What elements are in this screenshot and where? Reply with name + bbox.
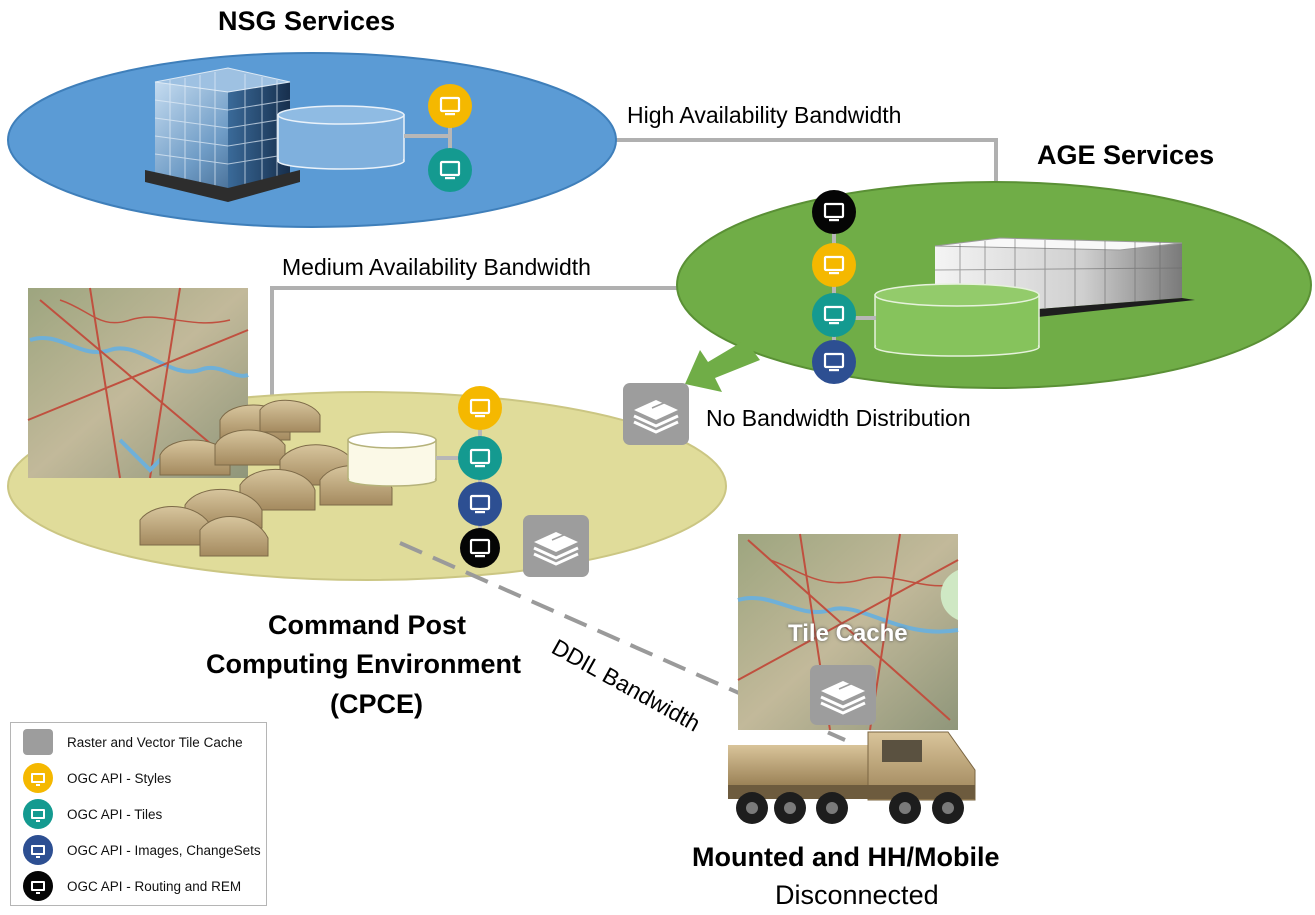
cpce-tiles-icon <box>458 436 502 480</box>
legend: Raster and Vector Tile Cache OGC API - S… <box>10 722 267 906</box>
mobile-map-image <box>737 533 959 731</box>
age-styles-icon <box>812 243 856 287</box>
legend-item-routing: OGC API - Routing and REM <box>23 871 241 901</box>
legend-label: OGC API - Styles <box>67 770 172 786</box>
tile-cache-icon <box>23 729 53 755</box>
cpce-title-line3: (CPCE) <box>330 689 423 719</box>
nsg-tiles-icon <box>428 148 472 192</box>
cpce-datastore <box>347 431 437 487</box>
cpce-title-line1: Command Post <box>268 610 467 640</box>
legend-item-styles: OGC API - Styles <box>23 763 171 793</box>
mounted-mobile-title: Mounted and HH/Mobile <box>692 842 1000 872</box>
nsg-building-image <box>145 67 300 202</box>
tile-cache-label: Tile Cache <box>788 620 908 647</box>
age-services-title: AGE Services <box>1037 140 1215 170</box>
cpce-images-icon <box>458 482 502 526</box>
legend-item-tile-cache: Raster and Vector Tile Cache <box>23 727 243 757</box>
distribution-arrow <box>685 340 760 392</box>
cpce-title-line2: Computing Environment <box>206 649 521 679</box>
legend-item-tiles: OGC API - Tiles <box>23 799 162 829</box>
cpce-styles-icon <box>458 386 502 430</box>
legend-label: OGC API - Images, ChangeSets <box>67 842 261 858</box>
high-bandwidth-connector <box>612 138 998 186</box>
tiles-api-icon <box>23 799 53 829</box>
legend-label: Raster and Vector Tile Cache <box>67 734 243 750</box>
medium-bandwidth-connector <box>270 286 680 408</box>
cpce-map-image <box>27 287 249 479</box>
images-api-icon <box>23 835 53 865</box>
no-bandwidth-label: No Bandwidth Distribution <box>706 405 971 431</box>
nsg-services-title: NSG Services <box>218 6 396 36</box>
legend-item-images: OGC API - Images, ChangeSets <box>23 835 261 865</box>
age-tiles-icon <box>812 293 856 337</box>
nsg-datastore <box>277 105 405 170</box>
ddil-bandwidth-label: DDIL Bandwidth <box>548 634 705 737</box>
cpce-routing-icon <box>460 528 500 568</box>
mobile-truck-image <box>728 731 976 824</box>
nsg-styles-icon <box>428 84 472 128</box>
high-bandwidth-label: High Availability Bandwidth <box>627 102 902 128</box>
routing-api-icon <box>23 871 53 901</box>
legend-label: OGC API - Tiles <box>67 806 163 822</box>
disconnected-label: Disconnected <box>775 880 939 910</box>
distribution-tile-cache-icon <box>623 383 689 445</box>
cpce-tile-cache-icon <box>523 515 589 577</box>
legend-label: OGC API - Routing and REM <box>67 878 242 894</box>
styles-api-icon <box>23 763 53 793</box>
mobile-tile-cache-icon <box>810 665 876 725</box>
age-datastore <box>874 283 1040 357</box>
age-images-icon <box>812 340 856 384</box>
medium-bandwidth-label: Medium Availability Bandwidth <box>282 254 591 280</box>
age-routing-icon <box>812 190 856 234</box>
